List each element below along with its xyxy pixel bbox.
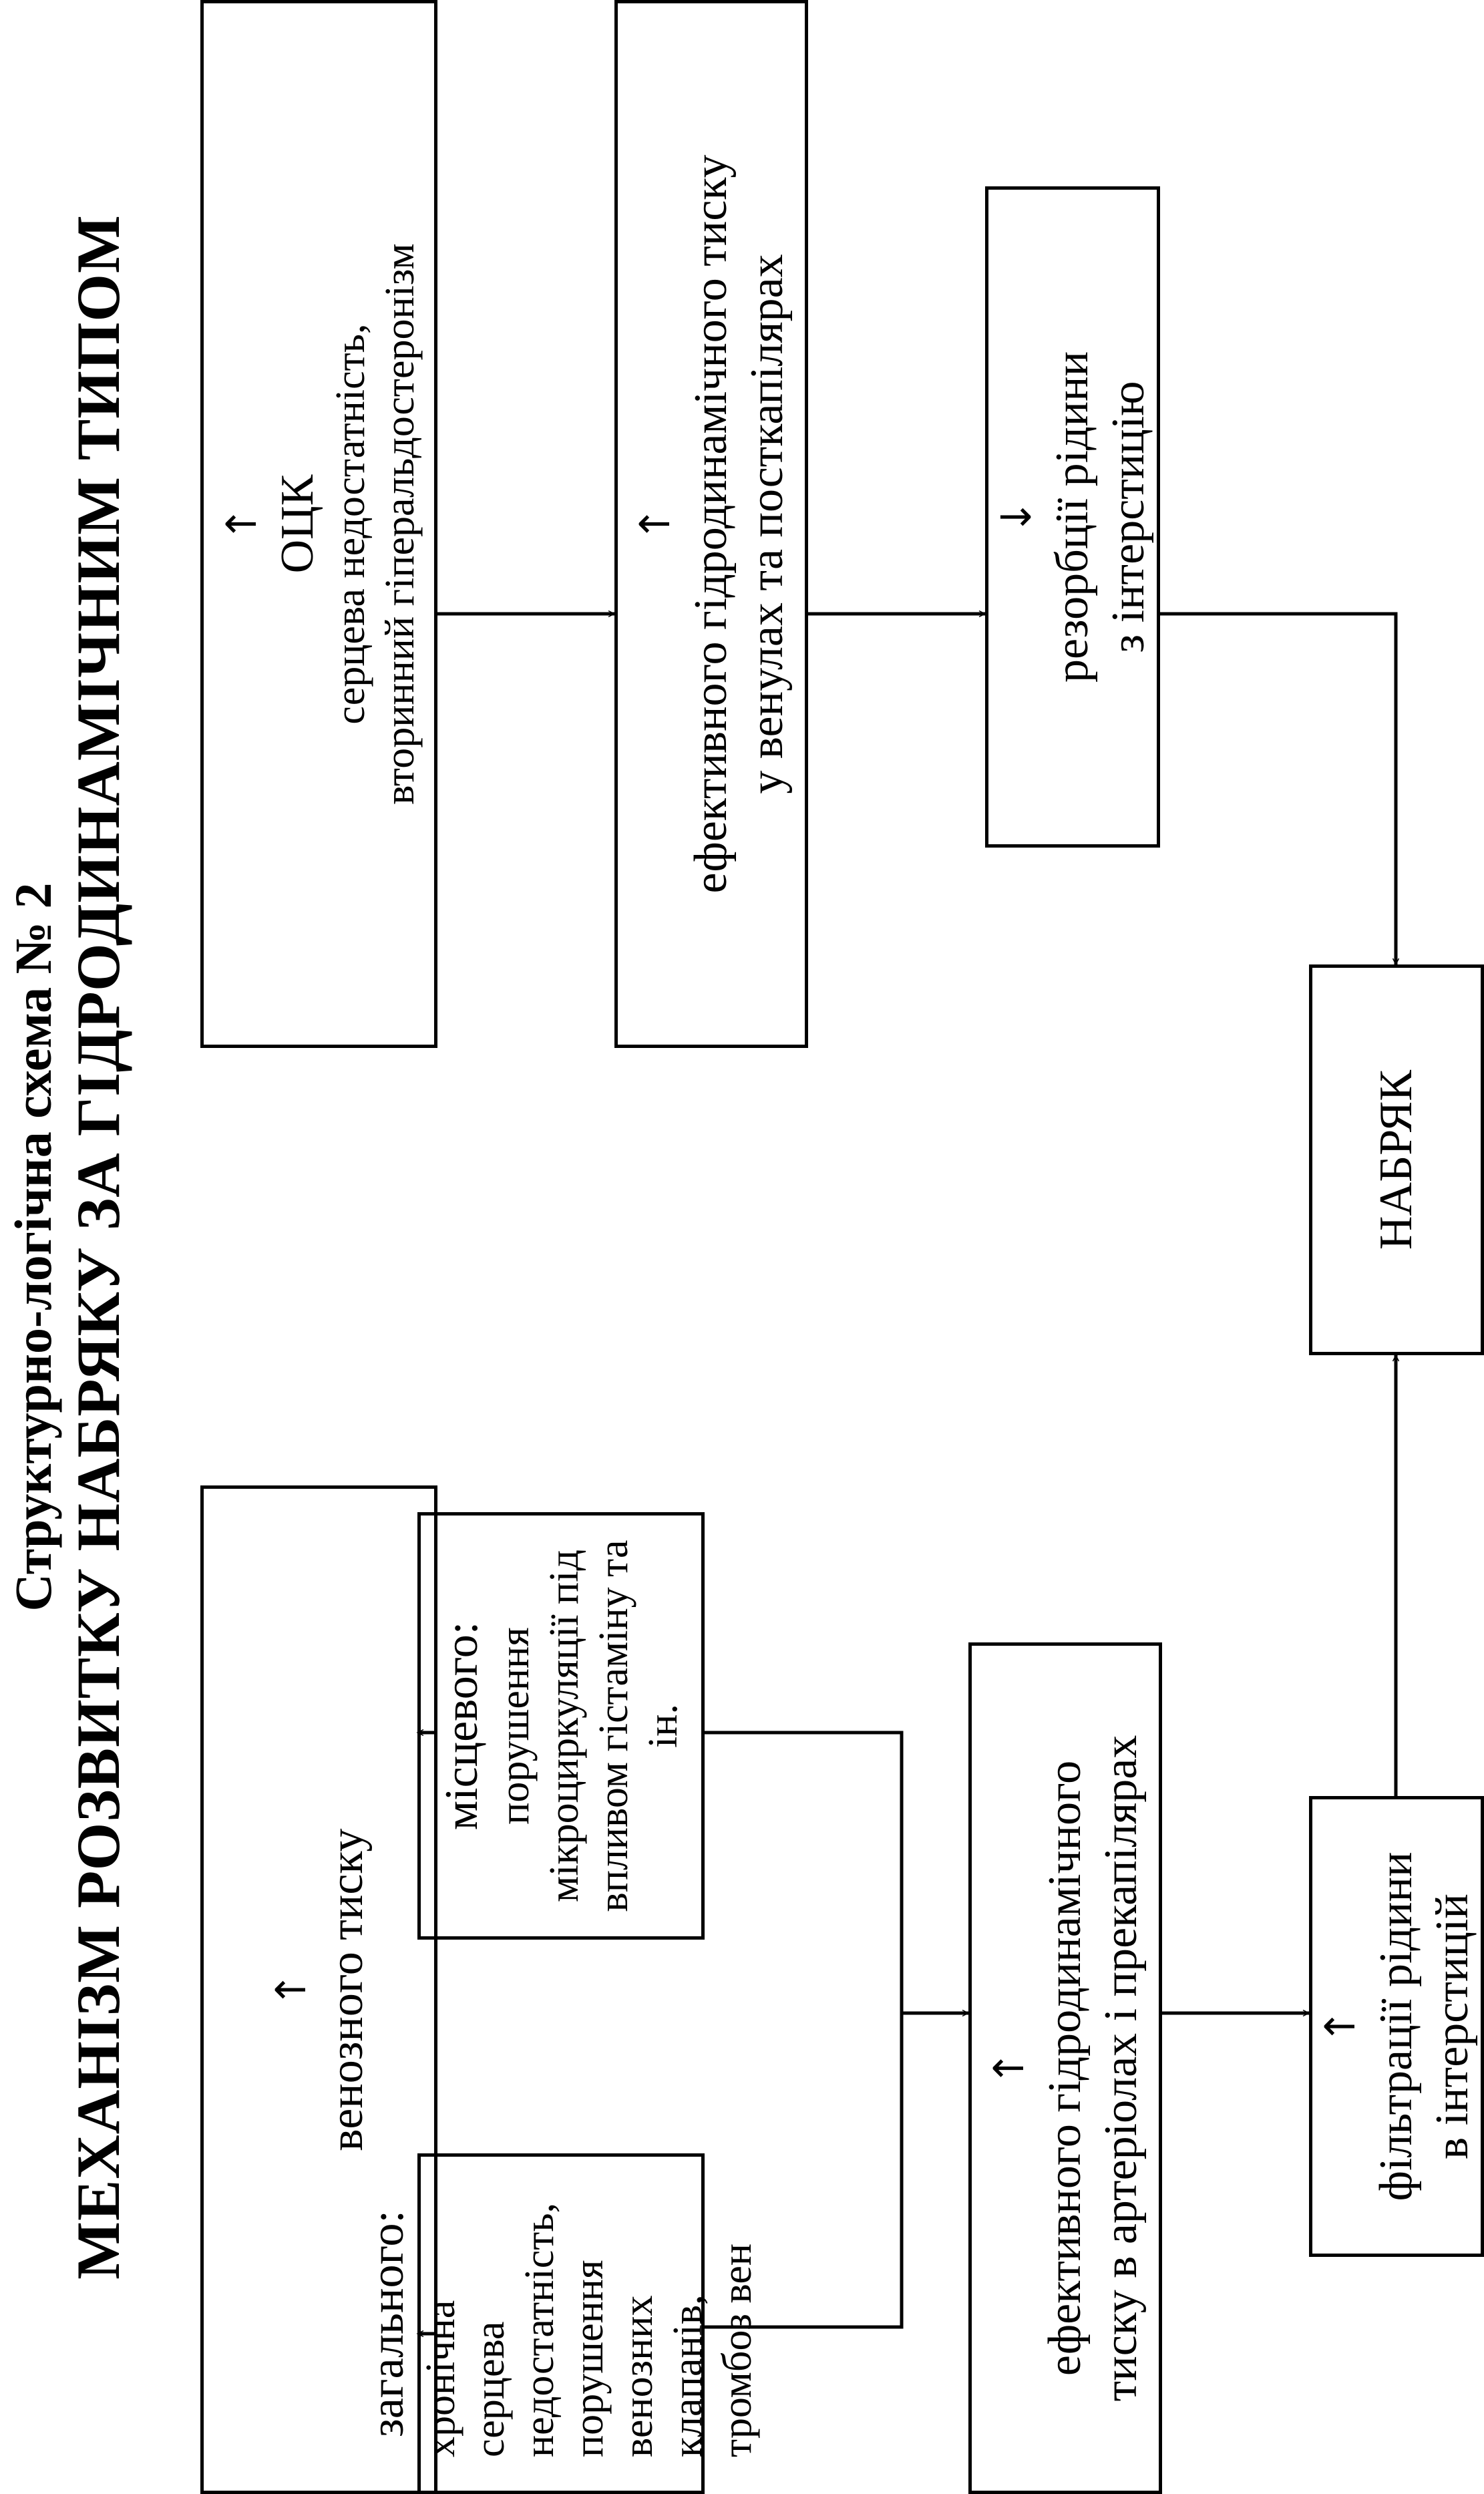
- arrow-reabsorption-to-edema: [1160, 612, 1400, 966]
- arrow-local-to-arterial: [705, 1731, 970, 2017]
- arrow-general-to-arterial: [705, 2013, 904, 2329]
